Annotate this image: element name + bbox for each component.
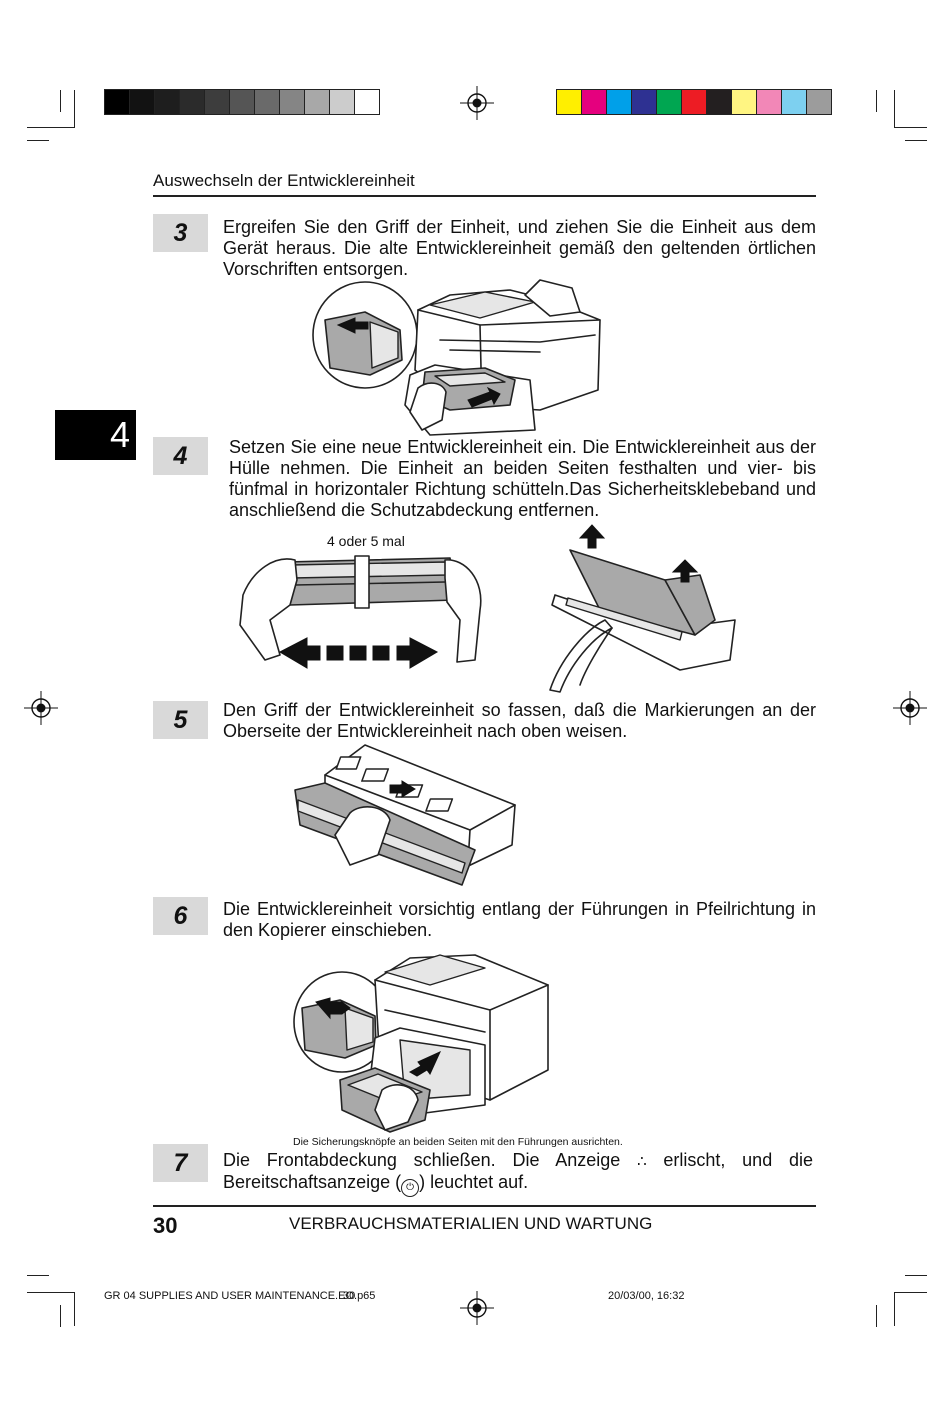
calibration-swatch — [205, 90, 230, 114]
crop-mark — [27, 1275, 49, 1276]
footer-rule — [153, 1205, 816, 1207]
crop-mark — [905, 140, 927, 141]
crop-mark — [905, 1275, 927, 1276]
ready-indicator-icon: ⏻ — [401, 1179, 420, 1197]
step-3-text: Ergreifen Sie den Griff der Einheit, und… — [223, 217, 816, 279]
step-6-text: Die Entwicklereinheit vorsichtig entlang… — [223, 899, 816, 940]
calibration-swatch — [782, 90, 807, 114]
calibration-swatch — [632, 90, 657, 114]
calibration-swatch — [807, 90, 831, 114]
crop-mark — [894, 1292, 895, 1326]
step-7-text-part-b: erlischt, und die Bereitschaftsanzeige ( — [223, 1150, 813, 1192]
calibration-swatch — [732, 90, 757, 114]
calibration-swatch — [607, 90, 632, 114]
registration-crosshair-icon — [24, 691, 58, 725]
guides-caption: Die Sicherungsknöpfe an beiden Seiten mi… — [293, 1136, 623, 1148]
step-number-6: 6 — [153, 897, 208, 935]
crop-mark — [27, 127, 75, 128]
calibration-swatch — [105, 90, 130, 114]
crop-mark — [876, 1305, 877, 1327]
file-name: GR 04 SUPPLIES AND USER MAINTENANCE.EO.p… — [104, 1290, 376, 1302]
calibration-swatch — [582, 90, 607, 114]
illustration-hold-unit — [294, 744, 516, 886]
calibration-swatch — [155, 90, 180, 114]
chapter-title: VERBRAUCHSMATERIALIEN UND WARTUNG — [289, 1214, 653, 1233]
calibration-swatch — [330, 90, 355, 114]
crop-mark — [60, 90, 61, 112]
calibration-swatch — [682, 90, 707, 114]
crop-mark — [27, 1292, 75, 1293]
illustration-shake-unit — [239, 555, 482, 669]
section-title: Auswechseln der Entwicklereinheit — [153, 171, 415, 190]
calibration-swatch — [757, 90, 782, 114]
registration-crosshair-icon — [893, 691, 927, 725]
crop-mark — [876, 90, 877, 112]
header-rule — [153, 195, 816, 197]
crop-mark — [894, 1292, 927, 1293]
registration-crosshair-icon — [460, 1291, 494, 1325]
step-7-text-part-c: ) leuchtet auf. — [419, 1172, 529, 1192]
illustration-insert-developer-unit — [293, 954, 549, 1133]
registration-crosshair-icon — [460, 86, 494, 120]
step-number-5: 5 — [153, 701, 208, 739]
step-5-text: Den Griff der Entwicklereinheit so fasse… — [223, 700, 816, 741]
crop-mark — [60, 1305, 61, 1327]
step-number-3: 3 — [153, 214, 208, 252]
chapter-tab: 4 — [55, 410, 136, 460]
timestamp: 20/03/00, 16:32 — [608, 1290, 685, 1302]
calibration-swatch — [255, 90, 280, 114]
calibration-swatch — [230, 90, 255, 114]
grayscale-calibration-bar — [104, 89, 380, 115]
step-7-text-part-a: Die Frontabdeckung schließen. Die Anzeig… — [223, 1150, 638, 1170]
step-7-text: Die Frontabdeckung schließen. Die Anzeig… — [223, 1150, 813, 1197]
calibration-swatch — [305, 90, 330, 114]
calibration-swatch — [355, 90, 379, 114]
page-number: 30 — [153, 1213, 178, 1238]
calibration-swatch — [707, 90, 732, 114]
shake-caption: 4 oder 5 mal — [327, 533, 405, 549]
color-calibration-bar — [556, 89, 832, 115]
calibration-swatch — [280, 90, 305, 114]
calibration-swatch — [130, 90, 155, 114]
step-number-7: 7 — [153, 1144, 208, 1182]
calibration-swatch — [180, 90, 205, 114]
step-number-4: 4 — [153, 437, 208, 475]
crop-mark — [27, 140, 49, 141]
calibration-swatch — [557, 90, 582, 114]
file-page: 30 — [343, 1290, 356, 1302]
crop-mark — [74, 1292, 75, 1326]
illustration-remove-cover — [549, 524, 736, 693]
crop-mark — [894, 90, 895, 128]
crop-mark — [894, 127, 927, 128]
calibration-swatch — [657, 90, 682, 114]
crop-mark — [74, 90, 75, 128]
step-4-text: Setzen Sie eine neue Entwicklereinheit e… — [229, 437, 816, 520]
indicator-symbol-icon: ∴ — [637, 1153, 647, 1170]
illustration-remove-developer-unit — [312, 279, 601, 436]
